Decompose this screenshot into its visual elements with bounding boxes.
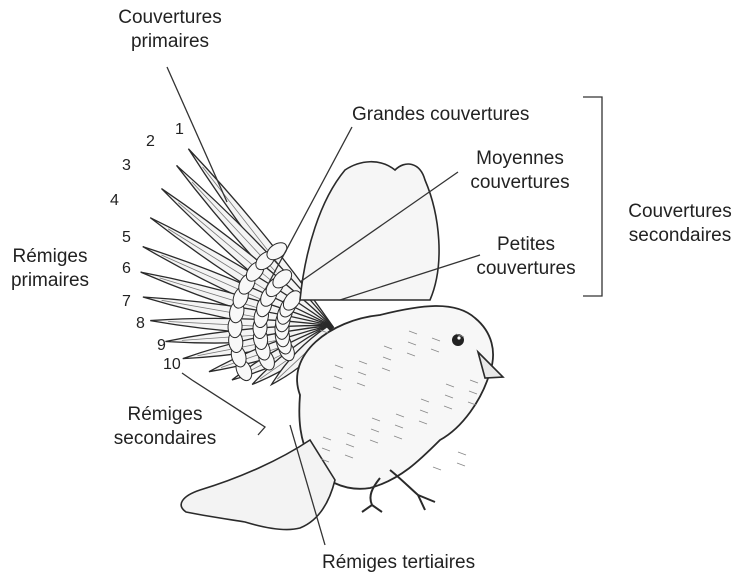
label-moyennes-couvertures: Moyennes couvertures — [455, 147, 585, 195]
label-petites-couvertures: Petites couvertures — [470, 233, 582, 281]
primary-number-7: 7 — [122, 293, 131, 311]
primary-number-3: 3 — [122, 157, 131, 175]
primary-number-8: 8 — [136, 315, 145, 333]
label-grandes-couvertures: Grandes couvertures — [352, 103, 529, 127]
label-remiges-tertiaires: Rémiges tertiaires — [322, 551, 475, 575]
label-couvertures-primaires: Couvertures primaires — [100, 6, 240, 54]
primary-number-6: 6 — [122, 260, 131, 278]
label-couvertures-secondaires: Couvertures secondaires — [614, 200, 746, 248]
primary-number-2: 2 — [146, 133, 155, 151]
primary-number-10: 10 — [163, 356, 181, 374]
primary-number-5: 5 — [122, 229, 131, 247]
primary-number-1: 1 — [175, 121, 184, 139]
eye — [452, 334, 464, 346]
primary-number-4: 4 — [110, 192, 119, 210]
far-wing — [300, 162, 439, 300]
label-remiges-primaires: Rémiges primaires — [2, 245, 98, 293]
primary-number-9: 9 — [157, 337, 166, 355]
bracket-couvertures-secondaires — [583, 97, 602, 296]
label-remiges-secondaires: Rémiges secondaires — [100, 403, 230, 451]
tail — [181, 440, 335, 530]
